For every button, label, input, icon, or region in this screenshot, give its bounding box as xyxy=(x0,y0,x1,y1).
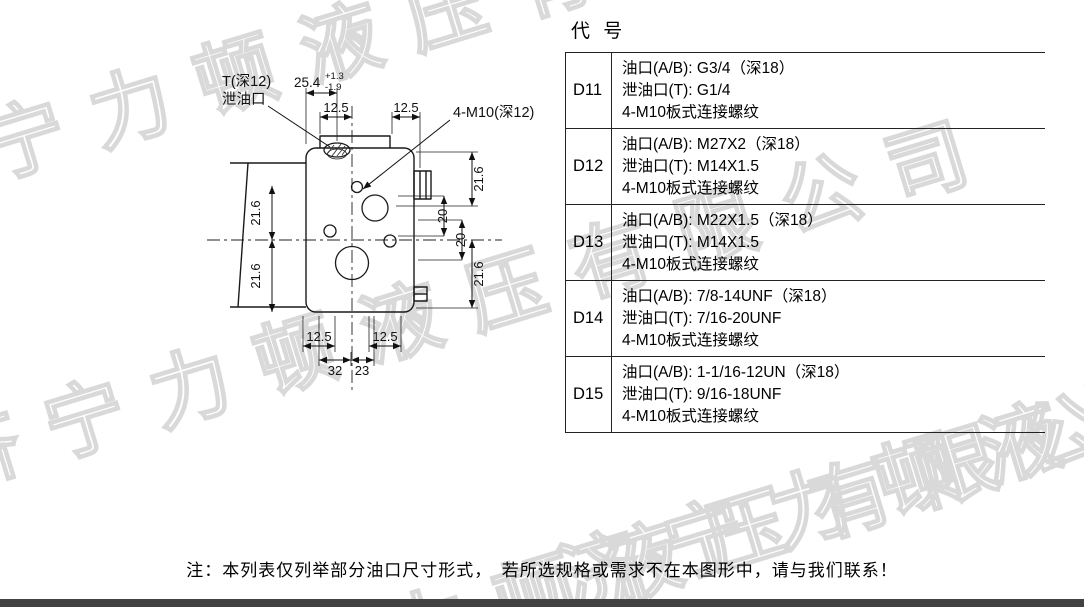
row-content: 油口(A/B): 1-1/16-12UN（深18） 泄油口(T): 9/16-1… xyxy=(612,357,1045,432)
dim-23-label: 23 xyxy=(355,363,369,378)
centerlines xyxy=(207,106,502,390)
port-spec-line: 泄油口(T): M14X1.5 xyxy=(622,157,759,175)
t-port-label-line2: 泄油口 xyxy=(222,91,266,108)
table-row: D11 油口(A/B): G3/4（深18） 泄油口(T): G1/4 4-M1… xyxy=(566,53,1045,129)
port-spec-line: 油口(A/B): 7/8-14UNF（深18） xyxy=(622,287,837,305)
valve-body-outline xyxy=(230,135,432,313)
table-row: D13 油口(A/B): M22X1.5（深18） 泄油口(T): M14X1.… xyxy=(566,205,1045,281)
m10-hole xyxy=(350,180,364,194)
leader-lines xyxy=(267,105,451,190)
port-spec-table: 代 号 D11 油口(A/B): G3/4（深18） 泄油口(T): G1/4 … xyxy=(565,16,1045,433)
port-spec-line: 4-M10板式连接螺纹 xyxy=(622,255,759,273)
dim-25-4-label: 25.4 xyxy=(294,75,321,90)
port-b-hole xyxy=(334,245,370,281)
row-content: 油口(A/B): 7/8-14UNF（深18） 泄油口(T): 7/16-20U… xyxy=(612,281,1045,356)
dim-25-4-tol-dn: -1.9 xyxy=(325,82,341,93)
port-a-hole xyxy=(361,194,389,222)
bolt-spec-label: 4-M10(深12) xyxy=(453,104,534,121)
dim-12-5-top-left: 12.5 xyxy=(323,100,348,115)
row-code: D15 xyxy=(566,357,612,432)
dim-21-6-right-bottom: 21.6 xyxy=(471,261,486,286)
port-spec-line: 4-M10板式连接螺纹 xyxy=(622,407,759,425)
dim-21-6-left-top: 21.6 xyxy=(248,200,263,225)
dim-32-label: 32 xyxy=(328,363,342,378)
port-spec-line: 油口(A/B): M22X1.5（深18） xyxy=(622,211,823,229)
row-content: 油口(A/B): M27X2（深18） 泄油口(T): M14X1.5 4-M1… xyxy=(612,129,1045,204)
port-spec-line: 泄油口(T): M14X1.5 xyxy=(622,233,759,251)
m10-hole xyxy=(323,224,337,238)
port-spec-line: 泄油口(T): G1/4 xyxy=(622,81,731,99)
extension-lines xyxy=(302,88,478,366)
m10-leader xyxy=(362,119,451,190)
t-port-leader xyxy=(267,105,331,148)
t-port-counterbore xyxy=(323,142,351,158)
table-row: D12 油口(A/B): M27X2（深18） 泄油口(T): M14X1.5 … xyxy=(566,129,1045,205)
port-spec-line: 油口(A/B): 1-1/16-12UN（深18） xyxy=(622,363,850,381)
table-row: D14 油口(A/B): 7/8-14UNF（深18） 泄油口(T): 7/16… xyxy=(566,281,1045,357)
port-spec-line: 4-M10板式连接螺纹 xyxy=(622,179,759,197)
drawing-labels: T(深12) 泄油口 4-M10(深12) 25.4 +1.3 -1.9 12.… xyxy=(222,71,534,378)
dim-12-5-bottom-right: 12.5 xyxy=(372,329,397,344)
row-code: D12 xyxy=(566,129,612,204)
dim-21-6-left-bottom: 21.6 xyxy=(248,263,263,288)
port-spec-line: 泄油口(T): 7/16-20UNF xyxy=(622,309,782,327)
row-code: D14 xyxy=(566,281,612,356)
port-spec-line: 油口(A/B): M27X2（深18） xyxy=(622,135,810,153)
table-row: D15 油口(A/B): 1-1/16-12UN（深18） 泄油口(T): 9/… xyxy=(566,357,1045,433)
row-content: 油口(A/B): G3/4（深18） 泄油口(T): G1/4 4-M10板式连… xyxy=(612,53,1045,128)
port-spec-line: 油口(A/B): G3/4（深18） xyxy=(622,59,795,77)
footer-note: 注：本列表仅列举部分油口尺寸形式， 若所选规格或需求不在本图形中，请与我们联系！ xyxy=(186,561,898,580)
row-code: D13 xyxy=(566,205,612,280)
t-port-hatch xyxy=(327,143,349,157)
m10-hole xyxy=(383,234,397,248)
row-content: 油口(A/B): M22X1.5（深18） 泄油口(T): M14X1.5 4-… xyxy=(612,205,1045,280)
dim-25-4-tol-up: +1.3 xyxy=(325,71,344,82)
port-spec-line: 4-M10板式连接螺纹 xyxy=(622,331,759,349)
dim-20-b: 20 xyxy=(453,233,468,247)
port-holes xyxy=(323,142,397,281)
dim-20-a: 20 xyxy=(435,209,450,223)
port-spec-line: 4-M10板式连接螺纹 xyxy=(622,103,759,121)
dim-12-5-bottom-left: 12.5 xyxy=(306,329,331,344)
page-bottom-edge xyxy=(0,599,1084,607)
row-code: D11 xyxy=(566,53,612,128)
dim-21-6-right-top: 21.6 xyxy=(471,166,486,191)
dimension-lines xyxy=(268,89,476,364)
t-port-label-line1: T(深12) xyxy=(222,73,271,90)
port-spec-line: 泄油口(T): 9/16-18UNF xyxy=(622,385,782,403)
table-header: 代 号 xyxy=(571,21,627,42)
table-grid: D11 油口(A/B): G3/4（深18） 泄油口(T): G1/4 4-M1… xyxy=(565,52,1045,433)
dim-12-5-top-right: 12.5 xyxy=(393,100,418,115)
